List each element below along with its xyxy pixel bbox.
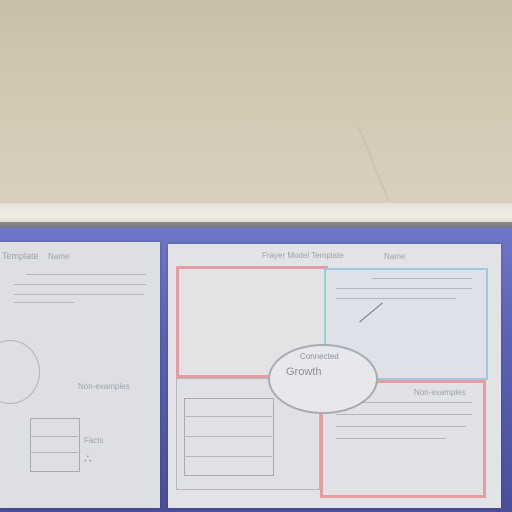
- right-sheet-name-label: Name: [384, 252, 406, 261]
- left-sheet-scribble: ∴: [84, 452, 92, 466]
- frayer-text-line: [336, 288, 472, 289]
- frayer-grid-line: [184, 456, 272, 457]
- frayer-center-oval: [268, 344, 378, 414]
- frayer-text-line: [336, 414, 472, 415]
- frayer-text-line: [360, 402, 472, 403]
- left-sheet-text-line: [14, 284, 146, 285]
- left-sheet-grid-line: [30, 436, 78, 437]
- frayer-center-label: Connected: [300, 352, 339, 361]
- left-sheet-non-examples: Non-examples: [78, 382, 130, 391]
- left-sheet-grid-line: [30, 452, 78, 453]
- ledge-shadow: [0, 222, 512, 230]
- frayer-center-word: Growth: [286, 366, 322, 378]
- frayer-non-examples-label: Non-examples: [414, 388, 466, 397]
- left-sheet-name-label: Name: [48, 252, 70, 261]
- left-sheet-small-label: Facts: [84, 436, 104, 445]
- frayer-grid-line: [184, 416, 272, 417]
- frayer-text-line: [336, 438, 446, 439]
- ledge: [0, 203, 512, 225]
- frayer-text-line: [336, 298, 456, 299]
- frayer-text-line: [372, 278, 472, 279]
- frayer-top-right-box: [324, 268, 488, 380]
- frayer-sketch-grid: [184, 398, 274, 476]
- left-sheet-text-line: [26, 274, 146, 275]
- frayer-grid-line: [184, 436, 272, 437]
- left-sheet-text-line: [14, 302, 74, 303]
- right-sheet-header: Frayer Model Template: [262, 251, 344, 260]
- left-sheet-text-line: [14, 294, 144, 295]
- frayer-text-line: [336, 426, 466, 427]
- left-sheet-header: Template: [2, 251, 39, 261]
- left-sheet-sketch-grid: [30, 418, 80, 472]
- wall: [0, 0, 512, 206]
